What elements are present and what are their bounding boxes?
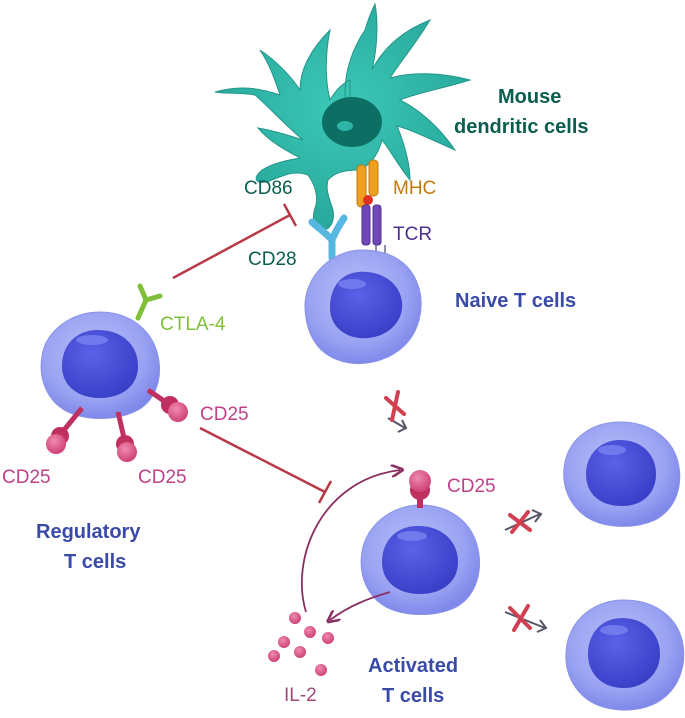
blocked-arrow-top-right: [504, 509, 543, 534]
il2-feedback-arrow: [301, 470, 400, 613]
treg-cd25-right-label: CD25: [200, 404, 249, 425]
treg-cd25-left: [46, 406, 84, 454]
activated-cd25: [409, 470, 431, 508]
treg-cd25-right: [146, 387, 188, 422]
daughter-cell-bottom: [565, 599, 685, 711]
naive-t-cell: [304, 249, 422, 364]
ctla4-label: CTLA-4: [160, 314, 226, 335]
daughter-cell-top: [563, 421, 681, 527]
activated-t-cell: [360, 504, 480, 615]
il2-molecules: [268, 612, 334, 676]
blocked-arrow-bottom-right: [504, 604, 548, 633]
dendritic-nucleus: [322, 97, 382, 147]
activated-cell-nucleus: [382, 526, 458, 594]
mhc-molecule: [356, 159, 379, 208]
treg-cd25-left-label: CD25: [2, 467, 51, 488]
treg-cell-nucleus: [62, 330, 138, 398]
naive-title: Naive T cells: [455, 290, 576, 312]
dc-title-line2: dendritic cells: [454, 116, 589, 138]
il2-secretion-arrow: [330, 591, 391, 620]
cd28-molecule: [308, 214, 348, 262]
cd86-label: CD86: [244, 178, 293, 199]
ctla4-molecule: [135, 283, 163, 321]
cd28-label: CD28: [248, 249, 297, 270]
tcr-label: TCR: [393, 224, 432, 245]
activated-title-line2: T cells: [382, 685, 444, 707]
dendritic-nucleus-highlight: [337, 121, 353, 131]
treg-title-line1: Regulatory: [36, 521, 141, 543]
tcr-molecule: [361, 204, 386, 268]
dendritic-cell: [214, 2, 472, 231]
mhc-label: MHC: [393, 178, 436, 199]
activated-cd25-label: CD25: [447, 476, 496, 497]
blocked-arrow-naive: [384, 390, 408, 433]
il2-label: IL-2: [284, 685, 317, 706]
regulatory-t-cell: [40, 311, 160, 419]
treg-cd25-mid-label: CD25: [138, 467, 187, 488]
treg-cd25-mid: [115, 411, 137, 462]
dc-title-line1: Mouse: [498, 86, 561, 108]
inhibit-cd25-activated: [199, 426, 333, 504]
inhibit-ctla4-cd86: [172, 203, 298, 280]
activated-title-line1: Activated: [368, 655, 458, 677]
treg-title-line2: T cells: [64, 551, 126, 573]
